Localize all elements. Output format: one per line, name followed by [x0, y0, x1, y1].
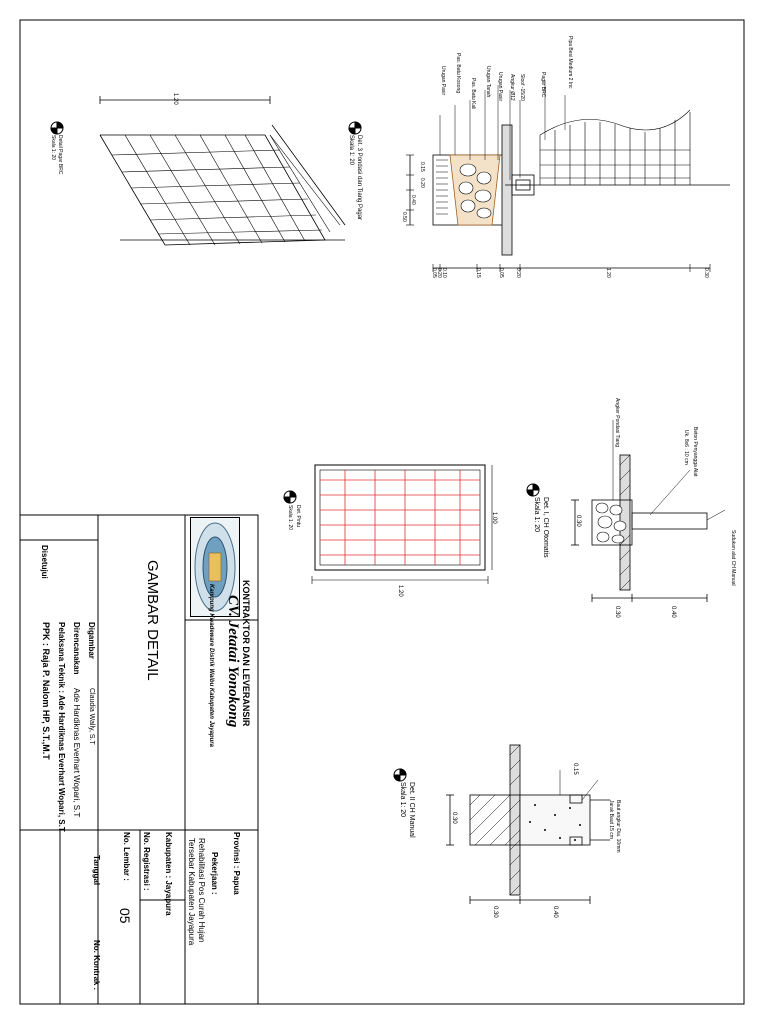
- digambar-value: Claudia Wally, S.T: [88, 688, 95, 745]
- pondasi-dim-h8: 0.05: [431, 268, 437, 278]
- pondasi-dim-h1: 0.30: [703, 268, 709, 278]
- tanggal: Tanggal: [92, 855, 101, 886]
- pondasi-callout-2: Pagar BRC: [540, 72, 546, 98]
- drawing-title: GAMBAR DETAIL: [144, 560, 161, 681]
- pondasi-scale: Skala 1: 20: [348, 135, 354, 166]
- pondasi-dim-v2: 0.20: [419, 178, 425, 188]
- ppk: PPK : Raja P. Nalom HP, S.T.,M.T: [41, 622, 51, 760]
- digambar-label: Digambar: [87, 622, 96, 659]
- pintu-scale: Skala 1: 20: [287, 505, 293, 531]
- ch-otomatis-callout-3: Uk. 8x6 : 10 cm: [683, 430, 689, 465]
- lembar-label: No. Lembar :: [122, 832, 131, 881]
- pondasi-dim-v3: 0.40: [410, 195, 416, 205]
- pondasi-callout-9: Urugan Pasir: [440, 66, 446, 96]
- pondasi-dim-v4: 0.50: [401, 212, 407, 222]
- pondasi-callout-3: Sloof -15/20: [519, 74, 525, 101]
- pondasi-dim-h5: 0.15: [475, 268, 481, 278]
- province: Provinsi : Papua: [232, 832, 241, 895]
- company-logo: [190, 517, 240, 617]
- logo-emblem-icon: [194, 522, 236, 612]
- ch-manual-dim-3: 0.40: [552, 906, 558, 918]
- pondasi-section: [406, 80, 730, 272]
- pondasi-callout-7: Pas. Batu Kali: [470, 78, 476, 110]
- ch-otomatis-section: [571, 420, 726, 602]
- ch-manual-callout-2: Jarak Baut 15 cm: [608, 800, 614, 839]
- pagar-label: Detail Pagar BRC: [57, 135, 63, 175]
- title-block: [19, 514, 259, 1005]
- pondasi-dim-v1: 0.15: [419, 162, 425, 172]
- sheet-border: [19, 19, 745, 1005]
- pintu-dim-2: 1.20: [397, 585, 403, 597]
- ch-manual-scale: Skala 1: 20: [399, 782, 406, 818]
- ch-otomatis-dim-3: 0.30: [614, 606, 620, 618]
- kontrak: No. Kontrak :: [92, 940, 101, 991]
- pekerjaan-line1: Rehabilitasi Pos Curah Hujan: [197, 838, 206, 943]
- ch-manual-dim-1: 0.15: [572, 763, 578, 775]
- ch-manual-callout-1: Baut angkur Dia. 10mm: [615, 800, 621, 853]
- brc-fence-perspective: [99, 96, 346, 246]
- pagar-scale: Skala 1: 20: [50, 135, 56, 161]
- pondasi-callout-6: Urugan Tanah: [485, 66, 491, 98]
- lembar-value: 05: [117, 908, 133, 924]
- company-name: CV. Jetatai Yonokong: [225, 595, 241, 728]
- kabupaten: Kabupaten : Jayapura: [164, 832, 173, 916]
- section-markers: [50, 121, 540, 782]
- ch-otomatis-label: Det. I, CH Otomatis: [542, 497, 549, 558]
- ch-otomatis-callout-4: Sudukan alat CH Manual: [730, 530, 736, 586]
- pintu-detail: [311, 464, 493, 584]
- ch-otomatis-dim-2: 0.40: [670, 606, 676, 618]
- pintu-label: Det. Pintu: [295, 505, 301, 527]
- ch-manual-section: [446, 744, 610, 904]
- pondasi-dim-h3: 0.20: [515, 268, 521, 278]
- direncanakan-label: Direncanakan: [72, 622, 81, 675]
- registrasi: No. Registrasi :: [142, 832, 151, 891]
- pelaksana: Pelaksana Teknik : Ade Hardiknas Everhar…: [57, 622, 66, 832]
- pagar-dim: 1.20: [172, 93, 178, 105]
- ch-otomatis-callout-1: Angker Pondasi Tiang: [614, 398, 620, 447]
- pintu-dim-1: 1.00: [491, 512, 497, 524]
- disetujui: Disetujui: [40, 545, 49, 579]
- ch-manual-dim-2: 0.30: [451, 812, 457, 824]
- direncanakan-value: Ade Hardiknas Everhart Wopari, S.T: [72, 688, 81, 818]
- ch-manual-label: Det. II CH Manual: [408, 782, 415, 838]
- pekerjaan-line2: Tersebar Kabupaten Jayapura: [187, 838, 196, 946]
- pondasi-callout-4: Angkur Ø12: [509, 74, 515, 101]
- contractor-heading: KONTRAKTOR DAN LEVERANSIR: [241, 580, 251, 727]
- company-address: Kampung Kwadeware Distrik Waibu Kabupate…: [208, 584, 214, 747]
- pondasi-dim-h2: 1.20: [605, 268, 611, 278]
- ch-otomatis-scale: Skala 1: 20: [533, 497, 540, 533]
- pondasi-label: Det. 3 Pondasi dan Tiang Pagar: [356, 135, 362, 221]
- pondasi-dim-h4: 0.05: [498, 268, 504, 278]
- ch-manual-dim-4: 0.30: [492, 906, 498, 918]
- ch-otomatis-dim-1: 0.30: [575, 515, 581, 527]
- pondasi-callout-5: Urugan Pasir: [497, 72, 503, 102]
- pondasi-callout-8: Pas. Batu Kosong: [455, 53, 461, 94]
- ch-otomatis-callout-2: Beton Penyangga Alat: [692, 427, 698, 477]
- pondasi-callout-1: Pipa Besi Medium 2 Inc: [567, 36, 573, 89]
- pekerjaan-label: Pekerjaan :: [210, 852, 219, 895]
